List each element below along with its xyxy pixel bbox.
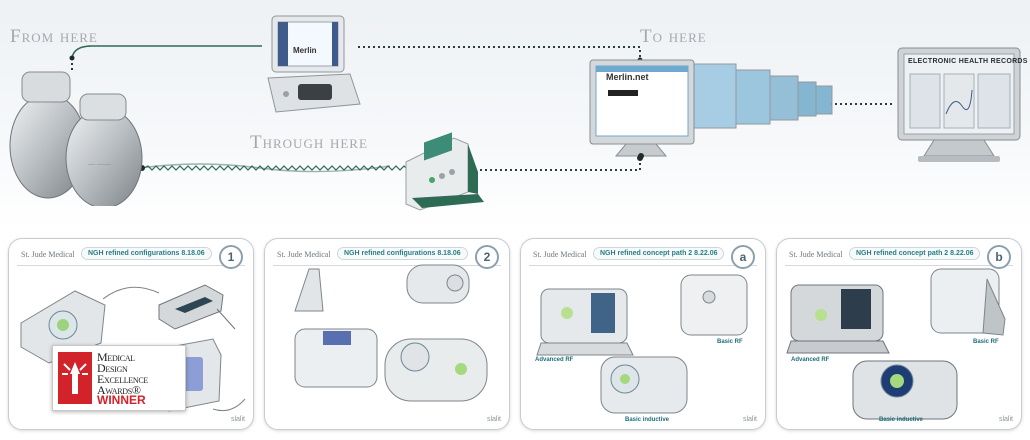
label-advanced-rf: Advanced RF [535, 357, 574, 363]
panel-title: NGH refined concept path 2 8.22.06 [849, 247, 981, 260]
caption-through: Through here [250, 132, 368, 153]
label-basic-inductive: Basic inductive [879, 417, 924, 423]
panel-number: 1 [219, 245, 243, 269]
award-line-1: Medical [97, 350, 135, 364]
award-winner: WINNER [97, 393, 146, 407]
panel-header: St. Jude Medical NGH refined concept pat… [785, 247, 1013, 266]
label-advanced-rf: Advanced RF [791, 357, 830, 363]
panel-brand: St. Jude Medical [533, 250, 587, 259]
panel-a-sketches [536, 274, 748, 414]
svg-text:— ——: — —— [88, 161, 111, 168]
panel-title: NGH refined concept path 2 8.22.06 [593, 247, 725, 260]
panel-number: 2 [475, 245, 499, 269]
panel-title: NGH refined configurations 8.18.06 [81, 247, 212, 260]
ehr-title: ELECTRONIC HEALTH RECORDS [908, 58, 1028, 65]
panel-brand: St. Jude Medical [277, 250, 331, 259]
panel-footer: slalit [742, 416, 757, 423]
panel-header: St. Jude Medical NGH refined configurati… [17, 247, 245, 266]
panel-footer: slalit [998, 416, 1013, 423]
programmer-device [267, 15, 361, 113]
panel-title: NGH refined configurations 8.18.06 [337, 247, 468, 260]
concept-panel-2: St. Jude Medical NGH refined configurati… [264, 238, 510, 430]
award-line-2: Design [97, 361, 128, 375]
concept-panel-b: St. Jude Medical NGH refined concept pat… [776, 238, 1022, 430]
award-badge: Medical Design Excellence Awards® WINNER [52, 345, 186, 411]
award-line-3: Excellence [97, 372, 148, 386]
concept-panel-a: St. Jude Medical NGH refined concept pat… [520, 238, 766, 430]
implant-devices: — —— [9, 71, 143, 206]
label-basic-inductive: Basic inductive [625, 417, 670, 423]
caption-from: From here [10, 26, 98, 47]
programmer-brand: Merlin [293, 46, 317, 55]
monitor-brand: Merlin.net [606, 72, 649, 82]
torch-logo [58, 352, 92, 404]
panel-brand: St. Jude Medical [21, 250, 75, 259]
panel-footer: slalit [486, 416, 501, 423]
panel-number: a [731, 245, 755, 269]
connection-lines [69, 45, 892, 173]
award-title: Medical Design Excellence Awards® [97, 350, 148, 397]
panel-2-sketches [294, 264, 488, 402]
panel-b-sketches [786, 268, 1006, 420]
label-basic-rf: Basic RF [717, 339, 743, 345]
award-line-4: Awards® [97, 383, 141, 397]
flow-diagram: From here Through here To here — —— Merl… [0, 0, 1030, 228]
home-monitor-device [405, 132, 484, 211]
panel-number: b [987, 245, 1011, 269]
torch-icon [62, 362, 88, 394]
monitor-stack [589, 59, 833, 159]
ehr-monitor [897, 47, 1021, 162]
panel-brand: St. Jude Medical [789, 250, 843, 259]
panel-header: St. Jude Medical NGH refined concept pat… [529, 247, 757, 266]
panel-header: St. Jude Medical NGH refined configurati… [273, 247, 501, 266]
label-basic-rf: Basic RF [973, 339, 999, 345]
caption-to: To here [640, 26, 707, 47]
panel-footer: slalit [230, 416, 245, 423]
